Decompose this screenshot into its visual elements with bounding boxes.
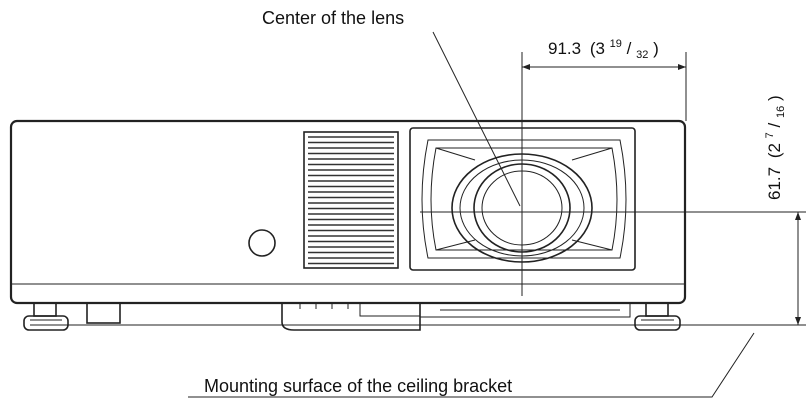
front-sensor-icon <box>248 229 276 257</box>
reference-lines <box>58 52 806 326</box>
mounting-surface-leader <box>188 332 755 398</box>
mounting-surface-label: Mounting surface of the ceiling bracket <box>204 376 512 396</box>
lens-center-label: Center of the lens <box>262 8 404 28</box>
left-foot <box>23 302 69 331</box>
right-foot <box>634 302 681 331</box>
horizontal-dimension-label: 91.3 (3 19 / 32 ) <box>548 32 659 62</box>
lens-center-leader <box>432 31 521 207</box>
vertical-dimension-label: 61.7 (2 7 / 16 ) <box>758 95 788 200</box>
dimension-arrows <box>522 64 801 325</box>
bottom-details <box>86 302 631 331</box>
ventilation-grille <box>303 131 399 269</box>
